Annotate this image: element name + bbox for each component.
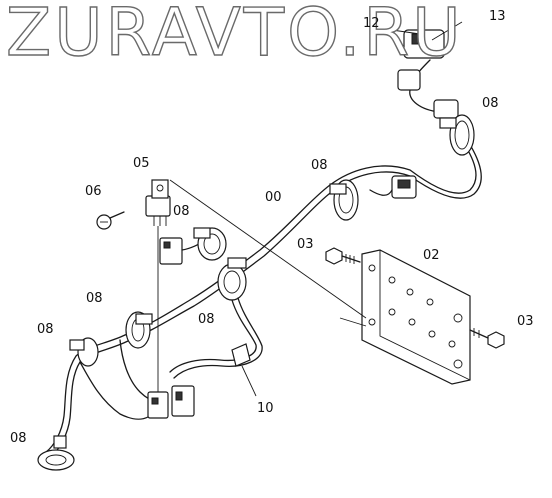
center-right-connector [369, 175, 417, 199]
bolt-03-lower [469, 328, 505, 349]
callout-08-upper-middle: 08 [173, 204, 190, 219]
callout-02: 02 [423, 248, 440, 263]
callout-06: 06 [85, 184, 102, 199]
bolt-03-upper [325, 247, 361, 265]
callout-00: 00 [265, 190, 282, 205]
callout-08-left: 08 [86, 291, 103, 306]
clamp-08-far-left [69, 337, 99, 367]
clamp-08-left [125, 311, 153, 349]
clamp-08-upper-right [439, 114, 475, 156]
callout-08-upper-right: 08 [482, 96, 499, 111]
callout-03-upper: 03 [297, 237, 314, 252]
clamp-08-bottom-left [37, 435, 75, 471]
branch-plug [433, 99, 459, 119]
relay-05 [145, 179, 171, 226]
clip-10 [231, 343, 251, 367]
callout-13: 13 [489, 9, 506, 24]
clamp-08-middle [217, 257, 247, 301]
bottom-connector-cluster [147, 385, 195, 419]
callout-08-middle: 08 [198, 312, 215, 327]
mounting-bracket-02 [361, 249, 471, 385]
top-plug [397, 69, 421, 91]
leader-lines [157, 179, 367, 392]
callout-08-bottom-left: 08 [10, 431, 27, 446]
callout-05: 05 [133, 156, 150, 171]
callout-03-lower: 03 [517, 314, 534, 329]
screw-06 [96, 211, 125, 230]
top-connector-branch [391, 21, 463, 119]
clamp-08-upper-middle [193, 227, 227, 261]
clamp-08-center [329, 179, 359, 221]
callout-08-far-left: 08 [37, 322, 54, 337]
callout-12: 12 [363, 16, 380, 31]
callout-10: 10 [257, 401, 274, 416]
branch-to-10 [169, 297, 263, 397]
callout-08-center: 08 [311, 158, 328, 173]
